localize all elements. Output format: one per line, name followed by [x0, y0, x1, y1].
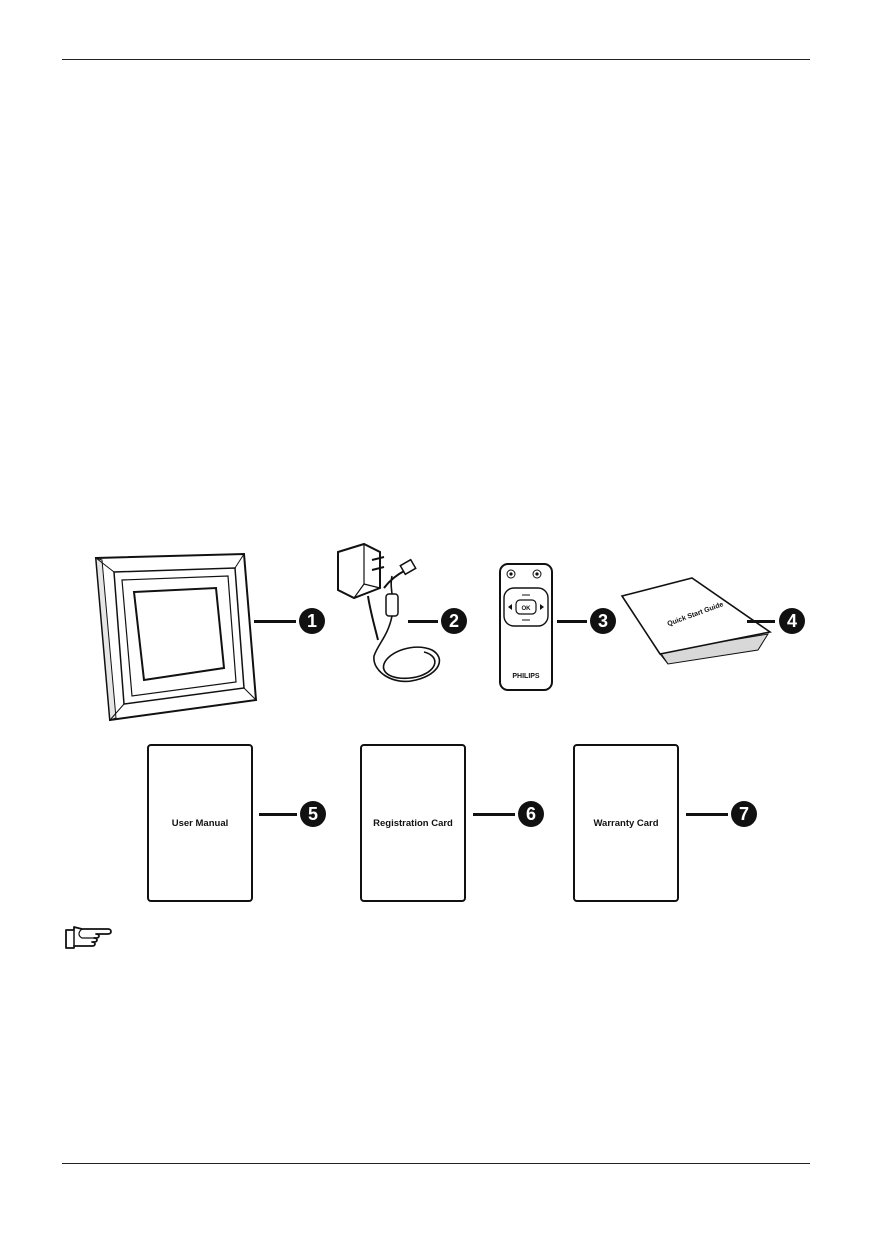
item-number-2: 2 — [441, 608, 467, 634]
top-rule — [62, 59, 810, 60]
registration-card-label: Registration Card — [373, 818, 453, 829]
power-adapter-illustration — [328, 540, 452, 688]
leader-line-6 — [473, 813, 515, 816]
leader-line-7 — [686, 813, 728, 816]
item-number-3: 3 — [590, 608, 616, 634]
leader-line-5 — [259, 813, 297, 816]
leader-line-4 — [747, 620, 775, 623]
remote-ok-label: OK — [522, 606, 532, 612]
remote-brand-label: PHILIPS — [512, 673, 540, 680]
item-number-6: 6 — [518, 801, 544, 827]
remote-control-illustration: OK PHILIPS — [498, 562, 554, 692]
user-manual-label: User Manual — [172, 818, 229, 829]
leader-line-2 — [408, 620, 438, 623]
warranty-card: Warranty Card — [573, 744, 679, 902]
item-number-5: 5 — [300, 801, 326, 827]
pointing-hand-icon — [62, 924, 112, 952]
leader-line-1 — [254, 620, 296, 623]
leader-line-3 — [557, 620, 587, 623]
item-number-1: 1 — [299, 608, 325, 634]
registration-card: Registration Card — [360, 744, 466, 902]
photo-frame-illustration — [92, 548, 262, 723]
warranty-card-label: Warranty Card — [593, 818, 658, 829]
bottom-rule — [62, 1163, 810, 1164]
item-number-7: 7 — [731, 801, 757, 827]
item-number-4: 4 — [779, 608, 805, 634]
user-manual-card: User Manual — [147, 744, 253, 902]
